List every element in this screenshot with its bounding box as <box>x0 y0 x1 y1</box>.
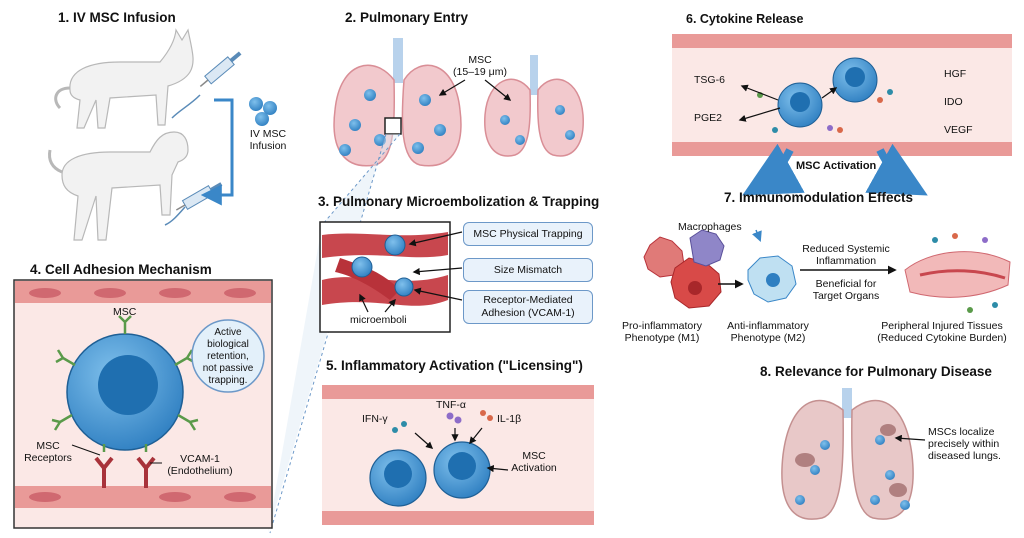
panel2-title: 2. Pulmonary Entry <box>345 10 469 25</box>
panel8-title: 8. Relevance for Pulmonary Disease <box>760 364 992 379</box>
panel5-title: 5. Inflammatory Activation ("Licensing") <box>326 358 583 373</box>
hgf-label: HGF <box>944 68 967 80</box>
activation-arrow-left <box>742 143 805 196</box>
macrophages-illustration <box>643 229 725 309</box>
tnf-label: TNF-α <box>436 399 466 411</box>
dog-illustration <box>48 131 189 241</box>
retention-bubble <box>191 319 265 393</box>
msc-cluster-icon <box>249 97 277 126</box>
m2-macrophage <box>747 255 797 303</box>
lungs-large <box>333 38 462 167</box>
lungs-small <box>484 55 584 157</box>
vessel-licensing <box>322 385 594 525</box>
macrophages-label: Macrophages <box>678 221 742 233</box>
diseased-lungs <box>781 388 914 520</box>
activation-arrow-right <box>865 143 928 196</box>
msc-size-label: MSC(15–19 μm) <box>453 54 507 78</box>
il-label: IL-1β <box>497 413 522 425</box>
msc-receptors <box>102 444 148 452</box>
msc-label: MSC <box>113 306 137 318</box>
vessel-cytokine <box>672 34 1012 156</box>
syringe-top <box>171 51 242 119</box>
syringe-bottom <box>164 182 223 226</box>
peripheral-label: Peripheral Injured Tissues(Reduced Cytok… <box>877 320 1007 344</box>
tsg6-label: TSG-6 <box>694 74 725 86</box>
panel3-title: 3. Pulmonary Microembolization & Trappin… <box>318 194 600 209</box>
panel1-title: 1. IV MSC Infusion <box>58 10 176 25</box>
cat-illustration <box>54 28 194 129</box>
msc-activation-caption: MSC Activation <box>796 160 877 172</box>
vcam-receptors <box>94 456 156 488</box>
vcam-label: VCAM-1(Endothelium) <box>167 453 233 477</box>
panel6-title: 6. Cytokine Release <box>686 12 804 26</box>
panel4-title: 4. Cell Adhesion Mechanism <box>30 262 212 277</box>
pge2-label: PGE2 <box>694 112 723 124</box>
zoom-wedge <box>268 134 400 533</box>
box-physical-trapping: MSC Physical Trapping <box>463 222 593 246</box>
peripheral-tissue <box>904 233 1011 313</box>
box-size-mismatch: Size Mismatch <box>463 258 593 282</box>
ifn-label: IFN-γ <box>362 413 388 425</box>
vegf-label: VEGF <box>944 124 973 136</box>
panel7-title: 7. Immunomodulation Effects <box>724 190 914 205</box>
msc-cell-large <box>51 315 199 451</box>
infusion-arrow <box>200 98 234 206</box>
ido-label: IDO <box>944 96 963 108</box>
microemboli-label: microemboli <box>350 314 407 326</box>
